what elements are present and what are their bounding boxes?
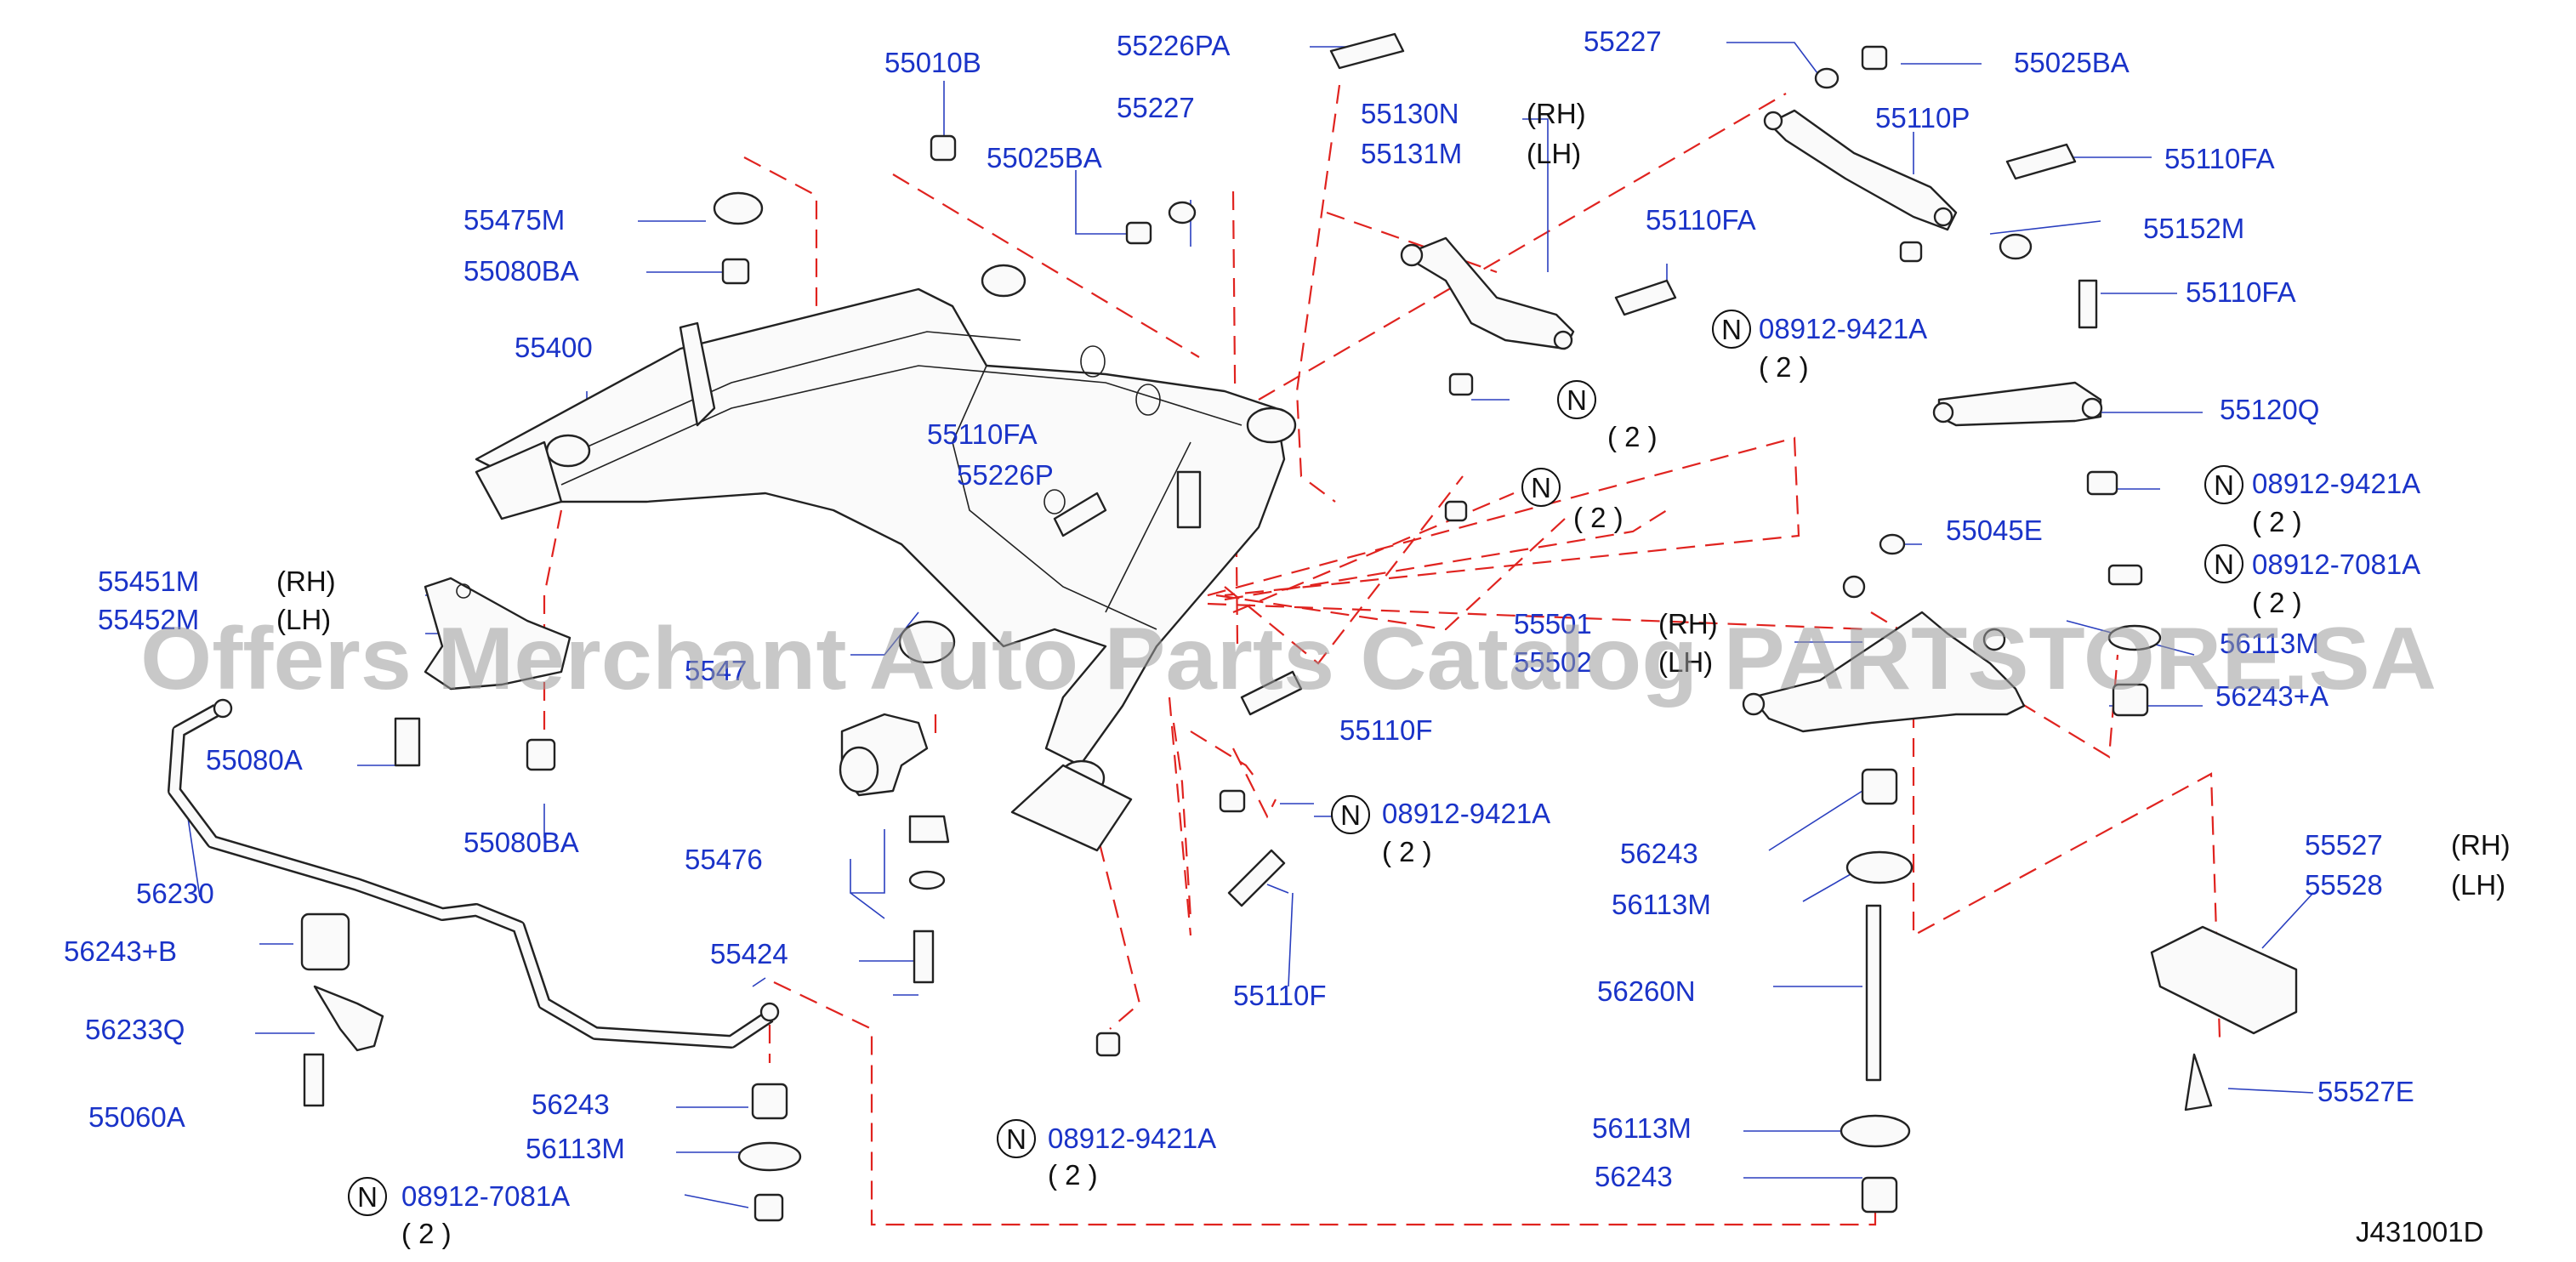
rear-subframe-55400 bbox=[475, 264, 1297, 852]
part-label-55110F[interactable]: 55110F bbox=[1233, 980, 1326, 1011]
part-label-55080A[interactable]: 55080A bbox=[206, 744, 303, 776]
n-symbol: N bbox=[1721, 314, 1742, 345]
part-label-55010B[interactable]: 55010B bbox=[884, 47, 981, 78]
stabilizer-bushing-and-bracket bbox=[300, 912, 384, 1052]
part-label-55080BA[interactable]: 55080BA bbox=[463, 255, 579, 287]
part-label-56233Q[interactable]: 56233Q bbox=[85, 1014, 185, 1045]
stabilizer-bar-56230 bbox=[168, 698, 780, 1049]
part-label-08912-7081A[interactable]: 08912-7081A bbox=[401, 1180, 570, 1212]
quantity-label: ( 2 ) bbox=[1759, 351, 1809, 383]
n-symbol: N bbox=[1340, 799, 1361, 831]
part-label-55110F[interactable]: 55110F bbox=[1339, 714, 1432, 746]
side-label-lh: (LH) bbox=[1658, 646, 1713, 678]
part-labels: 55010B 55226PA 55227 55025BA 55227 55025… bbox=[64, 26, 2511, 1249]
part-label-55130N[interactable]: 55130N bbox=[1361, 98, 1459, 129]
part-label-56243[interactable]: 56243 bbox=[532, 1089, 610, 1120]
n-symbol: N bbox=[2214, 549, 2234, 580]
part-label-55080BA[interactable]: 55080BA bbox=[463, 827, 579, 858]
part-label-55110FA[interactable]: 55110FA bbox=[2186, 276, 2296, 308]
part-label-56243-b[interactable]: 56243+B bbox=[64, 935, 177, 967]
part-label-55424[interactable]: 55424 bbox=[710, 938, 788, 969]
part-label-08912-7081A[interactable]: 08912-7081A bbox=[2252, 549, 2420, 580]
part-label-55152M[interactable]: 55152M bbox=[2143, 213, 2244, 244]
part-label-55110FA[interactable]: 55110FA bbox=[1646, 204, 1756, 236]
part-label-55502[interactable]: 55502 bbox=[1514, 646, 1592, 678]
n-symbol: N bbox=[1531, 472, 1551, 503]
differential-mount-55476 bbox=[839, 620, 956, 890]
n-symbol-circles: N N N N N N N N bbox=[348, 310, 2243, 1216]
part-label-56113M[interactable]: 56113M bbox=[1592, 1112, 1692, 1144]
quantity-label: ( 2 ) bbox=[1573, 502, 1624, 533]
part-label-55528[interactable]: 55528 bbox=[2305, 869, 2383, 901]
part-label-08912-9421A[interactable]: 08912-9421A bbox=[2252, 468, 2420, 499]
part-label-5547[interactable]: 5547 bbox=[685, 655, 747, 686]
watermark-text: Offers Merchant Auto Parts Catalog PARTS… bbox=[140, 610, 2437, 708]
part-label-08912-9421A[interactable]: 08912-9421A bbox=[1048, 1123, 1216, 1154]
quantity-label: ( 2 ) bbox=[2252, 587, 2302, 618]
part-label-55501[interactable]: 55501 bbox=[1514, 608, 1592, 640]
diagram-code: J431001D bbox=[2356, 1216, 2483, 1248]
quantity-label: ( 2 ) bbox=[401, 1218, 452, 1249]
side-label-lh: (LH) bbox=[276, 604, 331, 635]
part-label-08912-9421A[interactable]: 08912-9421A bbox=[1759, 313, 1927, 344]
lower-arm-55501-55502 bbox=[1742, 575, 2026, 733]
side-label-rh: (RH) bbox=[1658, 608, 1718, 640]
n-symbol: N bbox=[1006, 1123, 1026, 1155]
part-label-55131M[interactable]: 55131M bbox=[1361, 138, 1462, 169]
part-label-55025BA[interactable]: 55025BA bbox=[987, 142, 1102, 173]
part-label-56230[interactable]: 56230 bbox=[136, 878, 214, 909]
part-label-55110FA[interactable]: 55110FA bbox=[927, 418, 1038, 450]
part-label-55025BA[interactable]: 55025BA bbox=[2014, 47, 2130, 78]
part-label-55400[interactable]: 55400 bbox=[515, 332, 593, 363]
n-symbol: N bbox=[357, 1181, 378, 1213]
quantity-label: ( 2 ) bbox=[1382, 836, 1432, 867]
part-label-55060A[interactable]: 55060A bbox=[88, 1101, 185, 1133]
link-55120Q bbox=[1932, 381, 2103, 427]
n-symbol: N bbox=[1567, 384, 1587, 416]
quantity-label: ( 2 ) bbox=[1607, 421, 1658, 452]
part-label-56113M[interactable]: 56113M bbox=[526, 1133, 625, 1164]
part-label-55451M[interactable]: 55451M bbox=[98, 566, 199, 597]
quantity-label: ( 2 ) bbox=[1048, 1159, 1098, 1191]
part-label-55527E[interactable]: 55527E bbox=[2317, 1076, 2414, 1107]
part-label-56260N[interactable]: 56260N bbox=[1597, 975, 1696, 1007]
mount-bushings-56243-56113M bbox=[737, 564, 2162, 1214]
part-label-56113M[interactable]: 56113M bbox=[1612, 889, 1711, 920]
part-label-55475M[interactable]: 55475M bbox=[463, 204, 565, 236]
part-label-55120Q[interactable]: 55120Q bbox=[2220, 394, 2319, 425]
part-label-56113M[interactable]: 56113M bbox=[2220, 628, 2319, 659]
lower-link-55130N-55131M bbox=[1400, 236, 1575, 350]
quantity-label: ( 2 ) bbox=[2252, 506, 2302, 537]
side-label-lh: (LH) bbox=[2451, 869, 2505, 901]
part-label-55227[interactable]: 55227 bbox=[1584, 26, 1662, 57]
part-label-55476[interactable]: 55476 bbox=[685, 844, 763, 875]
part-label-55226PA[interactable]: 55226PA bbox=[1117, 30, 1230, 61]
part-label-08912-9421A[interactable]: 08912-9421A bbox=[1382, 798, 1550, 829]
part-label-55110P[interactable]: 55110P bbox=[1875, 102, 1970, 134]
part-label-56243-a[interactable]: 56243+A bbox=[2215, 680, 2329, 712]
side-label-rh: (RH) bbox=[2451, 829, 2511, 861]
upper-link-55110P bbox=[1763, 109, 1958, 231]
part-label-55227[interactable]: 55227 bbox=[1117, 92, 1195, 123]
part-label-56243[interactable]: 56243 bbox=[1595, 1161, 1673, 1192]
lower-arm-55451M-55452M bbox=[424, 577, 571, 691]
side-label-rh: (RH) bbox=[1527, 98, 1586, 129]
part-label-55527[interactable]: 55527 bbox=[2305, 829, 2383, 861]
bolts-nuts-washers bbox=[303, 32, 2118, 1222]
side-label-lh: (LH) bbox=[1527, 138, 1581, 169]
splash-guard-55527-55528 bbox=[2150, 925, 2298, 1111]
part-label-55226P[interactable]: 55226P bbox=[957, 459, 1054, 491]
side-label-rh: (RH) bbox=[276, 566, 336, 597]
n-symbol: N bbox=[2214, 469, 2234, 501]
part-label-55045E[interactable]: 55045E bbox=[1946, 514, 2043, 546]
part-label-56243[interactable]: 56243 bbox=[1620, 838, 1698, 869]
part-label-55110FA[interactable]: 55110FA bbox=[2164, 143, 2275, 174]
part-label-55452M[interactable]: 55452M bbox=[98, 604, 199, 635]
